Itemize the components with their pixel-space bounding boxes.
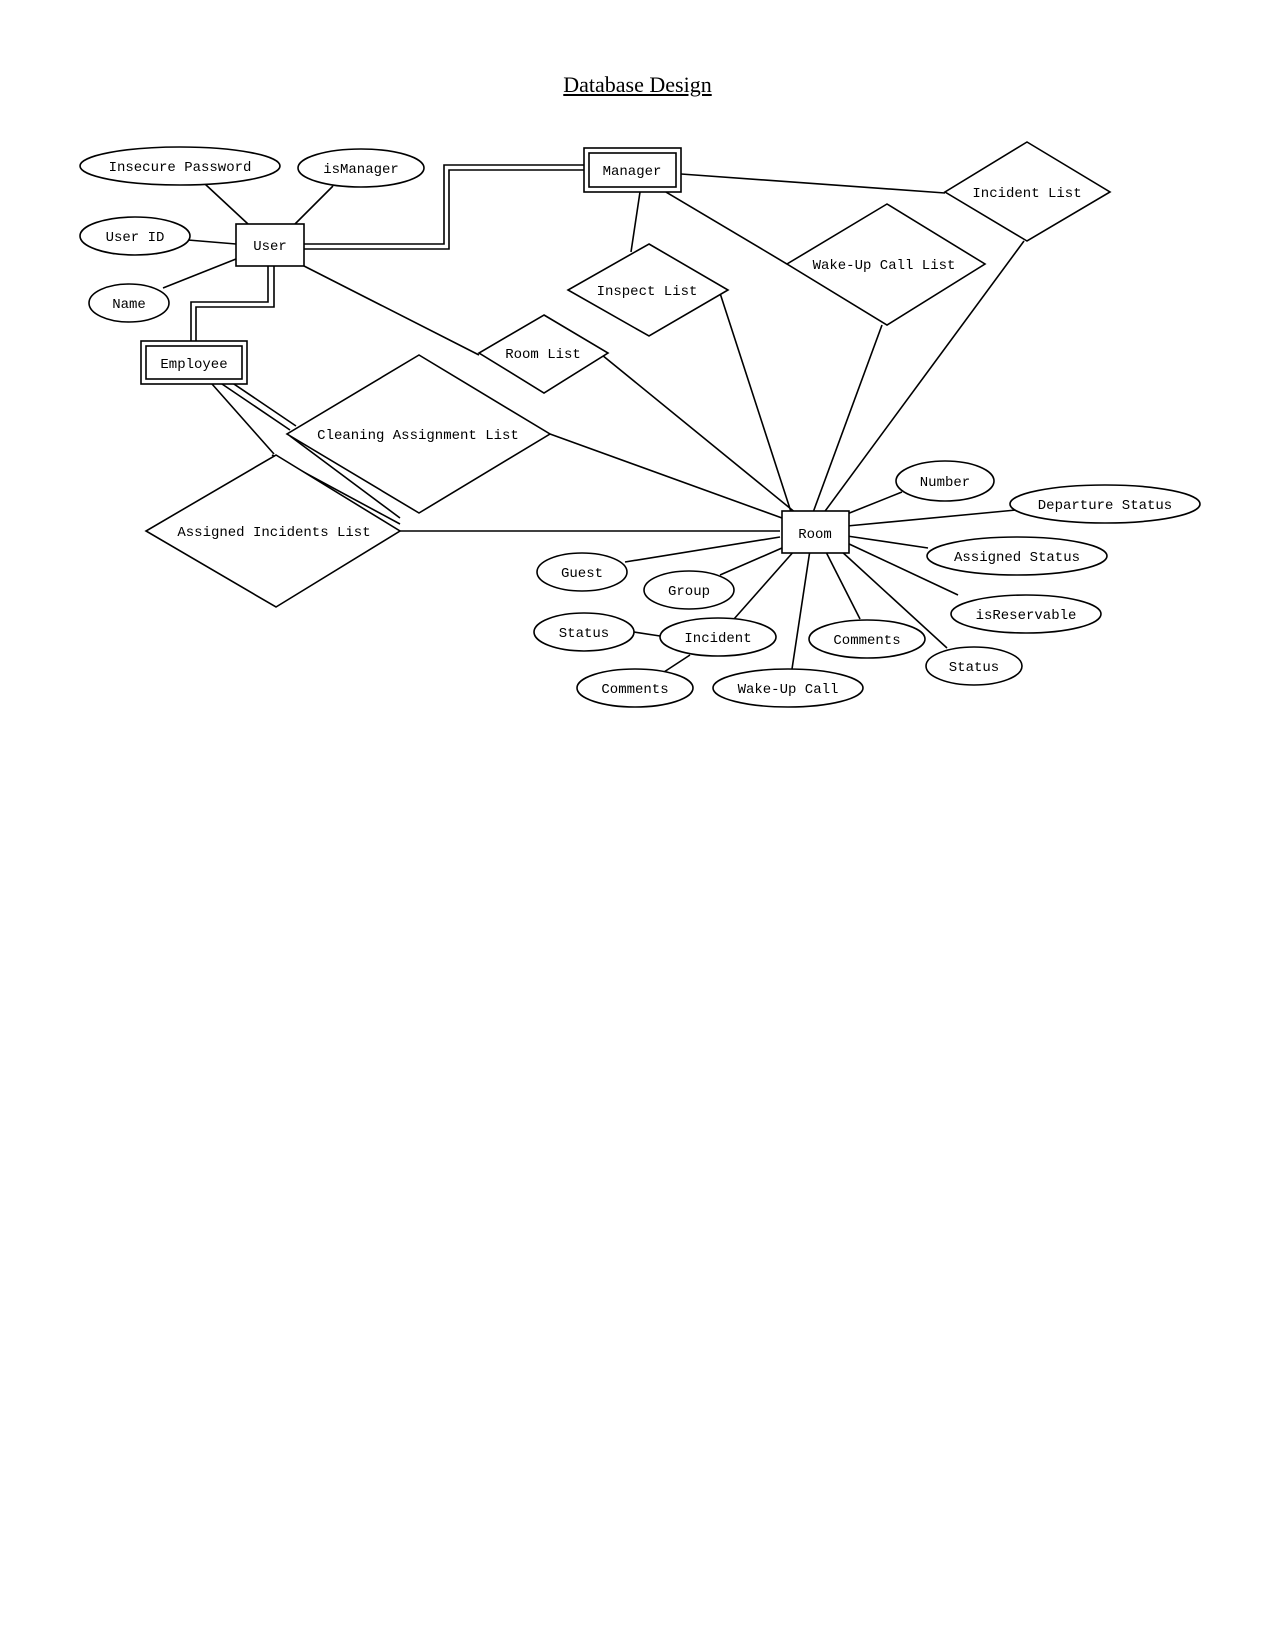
entity-manager-label: Manager bbox=[603, 164, 662, 180]
attribute-room-status-label: Status bbox=[949, 660, 999, 676]
relationship-room-list-label: Room List bbox=[505, 347, 581, 363]
edge-room-guest bbox=[624, 536, 781, 563]
attribute-insecure-password: Insecure Password bbox=[79, 146, 281, 186]
attribute-incident-comments-label: Comments bbox=[601, 682, 668, 698]
attribute-group-label: Group bbox=[668, 584, 710, 600]
connectors bbox=[162, 164, 1025, 673]
edge-inspectlist-room bbox=[718, 289, 794, 519]
attribute-incident: Incident bbox=[659, 617, 777, 657]
edge-user-insecure-password bbox=[204, 183, 249, 225]
entity-room-label: Room bbox=[798, 527, 832, 543]
edge-room-departure bbox=[846, 509, 1017, 527]
attribute-number: Number bbox=[895, 460, 995, 502]
attribute-wake-up-call-label: Wake-Up Call bbox=[738, 682, 839, 698]
attribute-incident-status-label: Status bbox=[559, 626, 609, 642]
attribute-room-comments: Comments bbox=[808, 619, 926, 659]
edge-incident-status bbox=[633, 631, 661, 637]
edge-user-userid bbox=[187, 239, 237, 245]
relationship-cleaning-assignment-list: Cleaning Assignment List bbox=[285, 354, 552, 514]
edge-employee-cleaning-a bbox=[221, 383, 291, 431]
entity-user: User bbox=[235, 223, 305, 267]
attribute-assigned-status: Assigned Status bbox=[926, 536, 1108, 576]
edge-employee-assigned-a bbox=[211, 383, 275, 455]
edge-manager-inspectlist bbox=[630, 191, 641, 253]
attribute-is-manager-label: isManager bbox=[323, 162, 399, 178]
attribute-departure-status: Departure Status bbox=[1009, 484, 1201, 524]
attribute-name-label: Name bbox=[112, 297, 146, 313]
attribute-name: Name bbox=[88, 283, 170, 323]
edge-user-employee-a bbox=[190, 266, 269, 346]
edge-user-roomlist bbox=[303, 265, 480, 356]
relationship-wake-up-call-list-label: Wake-Up Call List bbox=[813, 258, 956, 274]
attribute-room-status: Status bbox=[925, 646, 1023, 686]
relationship-room-list: Room List bbox=[477, 314, 610, 394]
attribute-user-id-label: User ID bbox=[106, 230, 165, 246]
attribute-incident-status: Status bbox=[533, 612, 635, 652]
attribute-insecure-password-label: Insecure Password bbox=[109, 160, 252, 176]
relationship-assigned-incidents-list: Assigned Incidents List bbox=[144, 454, 402, 608]
relationship-incident-list-label: Incident List bbox=[972, 186, 1081, 202]
edge-room-isreservable bbox=[846, 542, 959, 596]
edge-manager-wakeupcalllist bbox=[665, 191, 788, 265]
edge-room-number bbox=[846, 491, 903, 515]
edge-incidentlist-room bbox=[819, 240, 1025, 519]
edge-user-name bbox=[162, 258, 237, 289]
edge-room-status bbox=[839, 549, 948, 649]
entity-manager: Manager bbox=[583, 147, 682, 193]
relationship-incident-list: Incident List bbox=[943, 141, 1112, 242]
edge-manager-incidentlist bbox=[680, 173, 946, 194]
edge-room-assigned bbox=[846, 535, 929, 549]
attribute-departure-status-label: Departure Status bbox=[1038, 498, 1172, 514]
entity-user-label: User bbox=[253, 239, 287, 255]
relationship-inspect-list-label: Inspect List bbox=[597, 284, 698, 300]
edge-user-manager-b bbox=[304, 169, 587, 250]
attribute-is-manager: isManager bbox=[297, 148, 425, 188]
relationship-inspect-list: Inspect List bbox=[566, 243, 730, 337]
attribute-assigned-status-label: Assigned Status bbox=[954, 550, 1080, 566]
attribute-wake-up-call: Wake-Up Call bbox=[712, 668, 864, 708]
attribute-number-label: Number bbox=[920, 475, 970, 491]
entity-employee-label: Employee bbox=[160, 357, 227, 373]
attribute-incident-comments: Comments bbox=[576, 668, 694, 708]
edge-room-comments bbox=[824, 549, 861, 620]
attribute-user-id: User ID bbox=[79, 216, 191, 256]
edge-user-ismanager bbox=[294, 185, 334, 225]
attribute-incident-label: Incident bbox=[684, 631, 751, 647]
entity-employee: Employee bbox=[140, 340, 248, 385]
edge-employee-assigned-c bbox=[289, 435, 401, 519]
page-title: Database Design bbox=[563, 72, 712, 97]
edge-room-group bbox=[719, 547, 783, 576]
attribute-guest: Guest bbox=[536, 552, 628, 592]
edge-roomlist-room bbox=[601, 354, 803, 519]
relationship-assigned-incidents-list-label: Assigned Incidents List bbox=[177, 525, 370, 541]
attribute-guest-label: Guest bbox=[561, 566, 603, 582]
edge-wakeupcalllist-room bbox=[810, 324, 883, 519]
edge-user-employee-b bbox=[195, 266, 275, 346]
relationship-cleaning-assignment-list-label: Cleaning Assignment List bbox=[317, 428, 519, 444]
edge-employee-cleaning-b bbox=[227, 379, 297, 427]
attribute-is-reservable: isReservable bbox=[950, 594, 1102, 634]
edge-room-incident bbox=[733, 549, 796, 620]
relationship-wake-up-call-list: Wake-Up Call List bbox=[785, 203, 987, 326]
edge-room-wakeupcall bbox=[791, 549, 811, 670]
attribute-is-reservable-label: isReservable bbox=[976, 608, 1077, 624]
entity-room: Room bbox=[781, 510, 850, 554]
edge-cleaning-room bbox=[549, 433, 783, 519]
attribute-room-comments-label: Comments bbox=[833, 633, 900, 649]
edge-incident-comments bbox=[663, 654, 691, 673]
edge-user-manager-a bbox=[304, 164, 587, 245]
attribute-group: Group bbox=[643, 570, 735, 610]
